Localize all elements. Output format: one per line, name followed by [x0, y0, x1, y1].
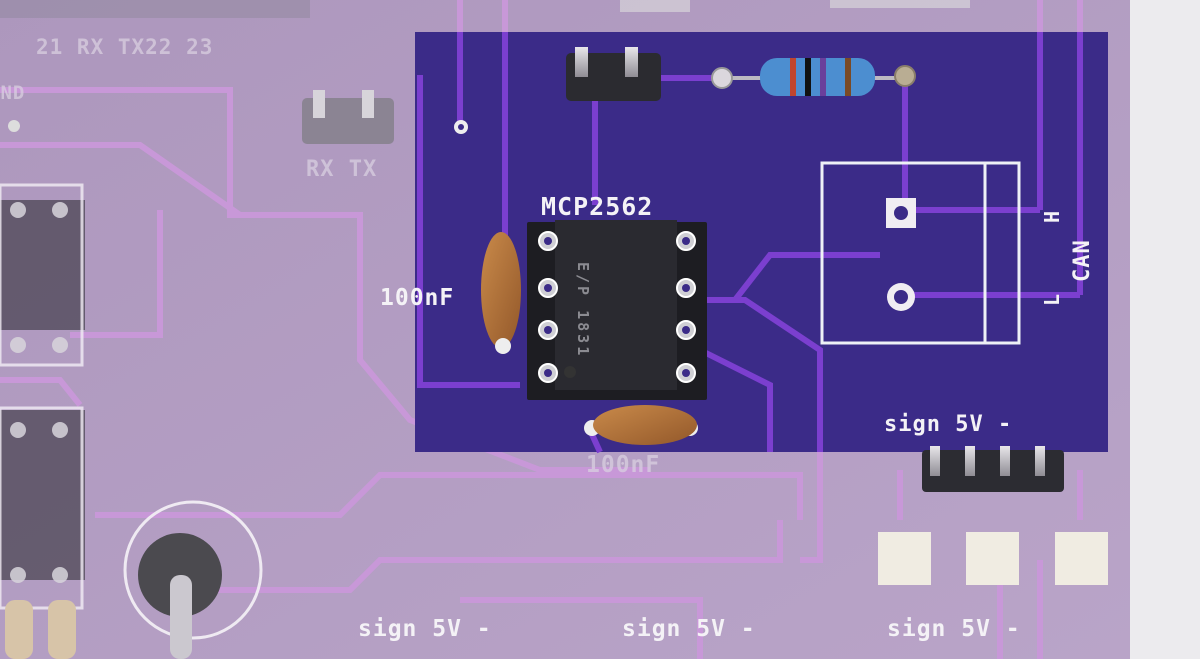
dip-ic-icon — [527, 220, 707, 400]
ic-label: MCP2562 — [541, 192, 654, 221]
capacitor-label-bottom: 100nF — [586, 452, 661, 478]
can-connector-outline — [820, 161, 1021, 345]
smd-pad — [966, 532, 1019, 585]
can-h-label: H — [1040, 209, 1064, 223]
sign-label-bottom-1: sign 5V - — [358, 616, 492, 642]
pin-header-icon — [566, 47, 661, 101]
dip-ic-icon — [0, 200, 85, 580]
smd-pad — [1055, 532, 1108, 585]
chip-marking: E/P 1831 — [574, 262, 592, 359]
pin-header-icon — [302, 90, 394, 144]
can-l-label: L — [1040, 292, 1064, 306]
jack-connector — [123, 500, 263, 659]
resistor-icon — [711, 58, 916, 96]
can-label: CAN — [1070, 239, 1095, 282]
smd-pad — [878, 532, 931, 585]
capacitor-icon — [481, 232, 521, 354]
pin-header-icon — [922, 446, 1064, 492]
capacitor-icon — [584, 405, 698, 445]
sign-label-bottom-2: sign 5V - — [622, 616, 756, 642]
rx-tx-label: RX TX — [306, 157, 378, 182]
pin-number-label: 21 RX TX22 23 — [36, 35, 214, 59]
sign-label-top: sign 5V - — [884, 412, 1013, 437]
sign-label-bottom-3: sign 5V - — [887, 616, 1021, 642]
board-edge-background — [1130, 0, 1200, 659]
gnd-label: GND — [0, 82, 26, 104]
highlighted-region — [415, 32, 1108, 452]
capacitor-label-left: 100nF — [380, 285, 455, 311]
